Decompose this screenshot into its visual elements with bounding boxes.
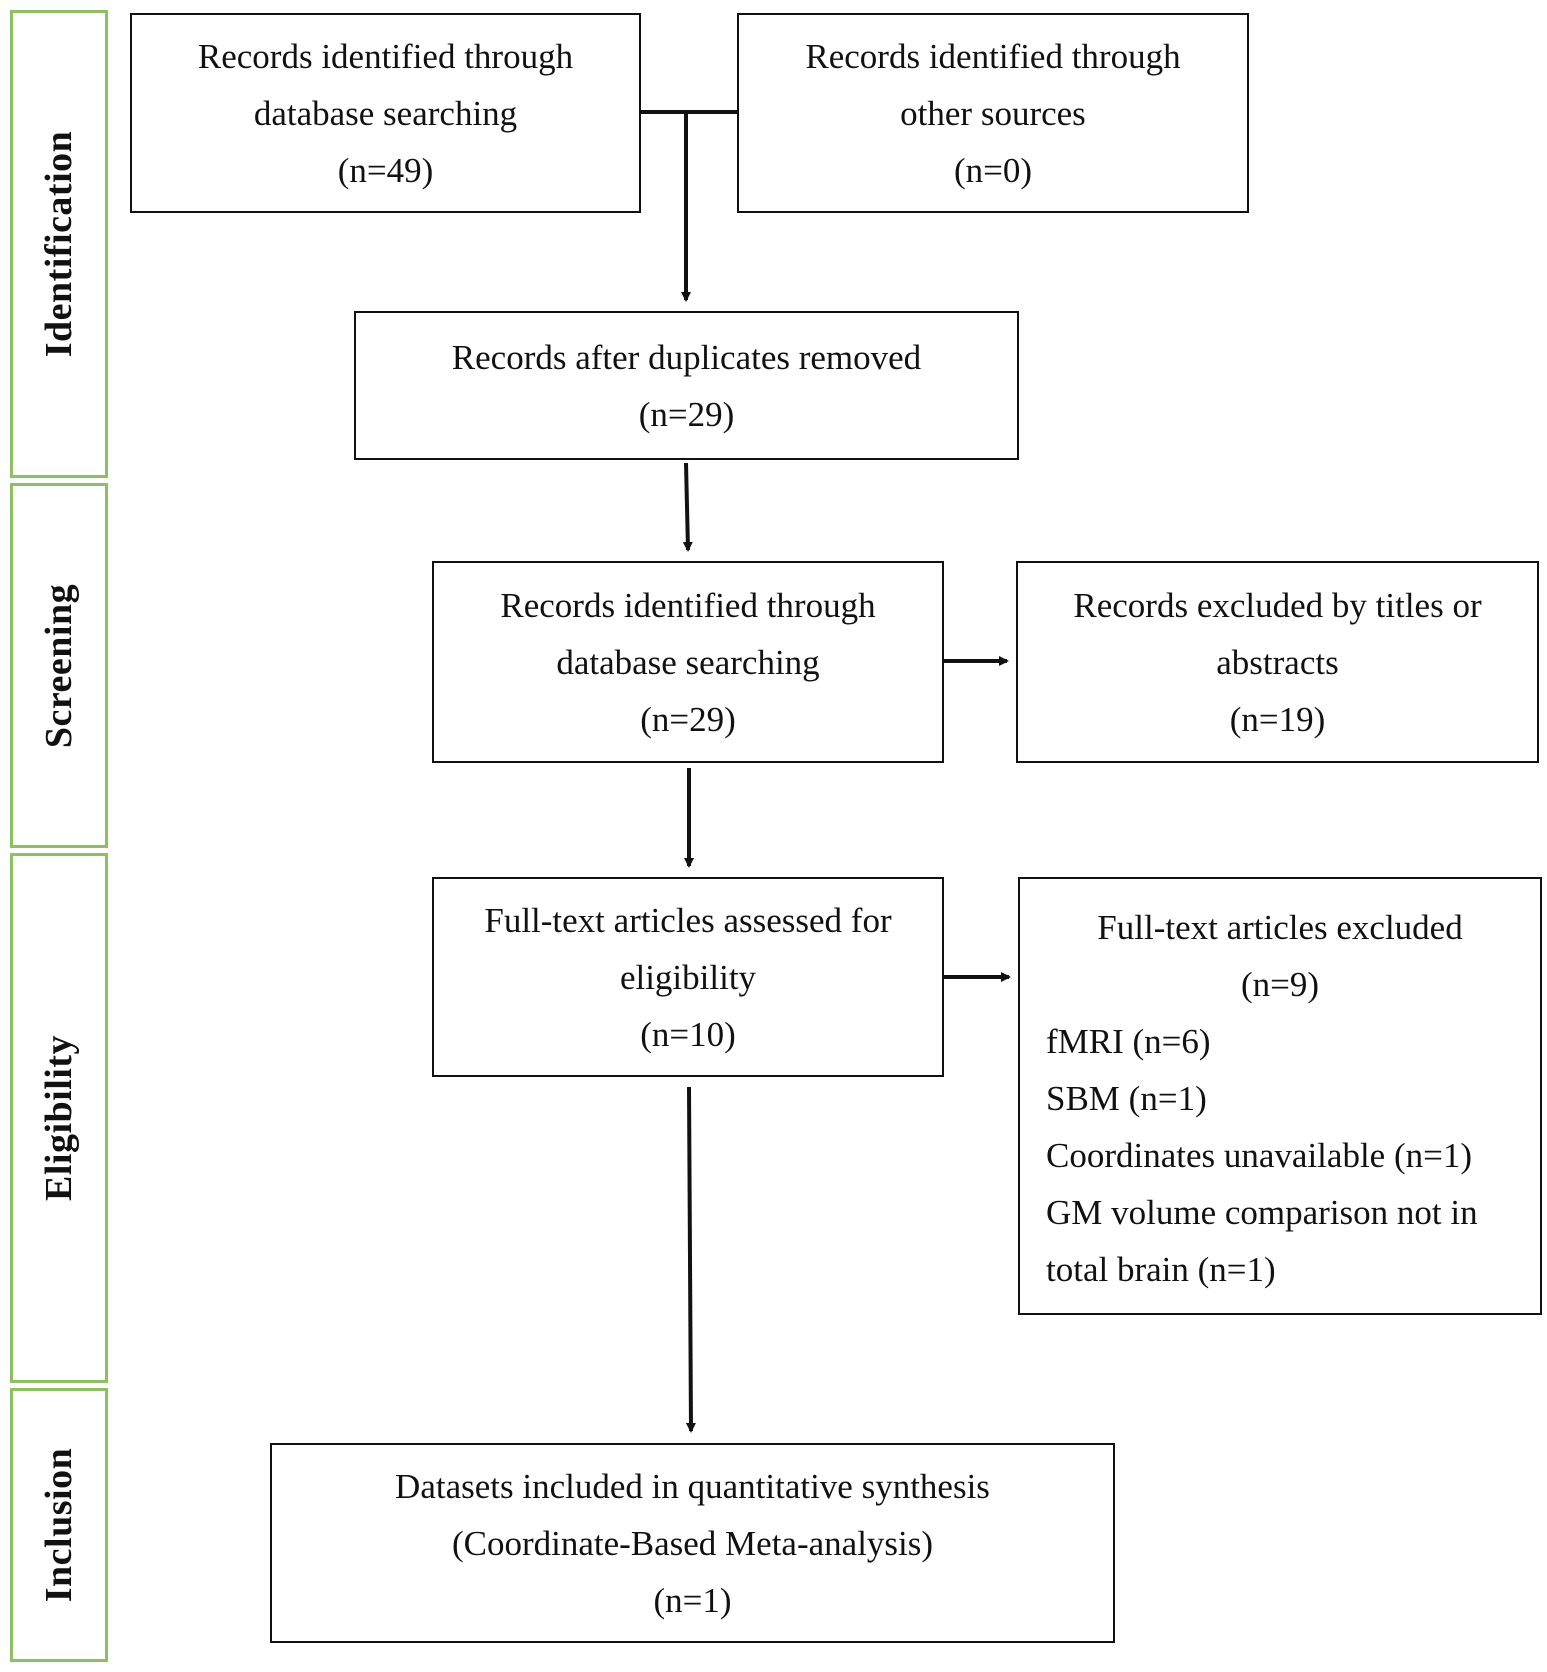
box-line: (n=49)	[337, 150, 434, 190]
box-line: (n=10)	[640, 1014, 736, 1054]
box-line: Full-text articles assessed for	[484, 900, 892, 940]
box-line: (Coordinate-Based Meta-analysis)	[451, 1523, 934, 1563]
box-line: (n=1)	[653, 1580, 732, 1620]
box-line: Records excluded by titles or	[1073, 585, 1482, 625]
box-duplicates-removed: Records after duplicates removed (n=29)	[354, 311, 1019, 460]
box-fulltext-assessed: Full-text articles assessed for eligibil…	[432, 877, 944, 1077]
box-database-search: Records identified through database sear…	[130, 13, 641, 213]
box-line: abstracts	[1216, 642, 1339, 682]
box-other-sources: Records identified through other sources…	[737, 13, 1249, 213]
box-line: (n=19)	[1229, 699, 1326, 739]
box-heading: Full-text articles excluded	[1097, 908, 1463, 947]
box-line: (n=29)	[638, 394, 735, 434]
arrow-to-included	[685, 1086, 696, 1433]
exclusion-reason: GM volume comparison not in	[1046, 1193, 1478, 1232]
box-line: database searching	[556, 642, 820, 682]
stage-identification: Identification	[10, 10, 108, 478]
stage-inclusion: Inclusion	[10, 1388, 108, 1662]
exclusion-reason: SBM (n=1)	[1046, 1079, 1207, 1118]
box-line: Records identified through	[500, 585, 876, 625]
box-line: Records identified through	[805, 36, 1181, 76]
exclusion-reason: fMRI (n=6)	[1046, 1022, 1211, 1061]
stage-eligibility: Eligibility	[10, 853, 108, 1383]
box-line: database searching	[253, 93, 518, 133]
box-fulltext-excluded: Full-text articles excluded (n=9) fMRI (…	[1018, 877, 1542, 1315]
box-line: (n=29)	[640, 699, 736, 739]
exclusion-reason: total brain (n=1)	[1046, 1250, 1276, 1289]
arrow-to-screened	[682, 462, 693, 552]
box-screened: Records identified through database sear…	[432, 561, 944, 763]
box-count: (n=9)	[1240, 965, 1320, 1004]
box-line: Records after duplicates removed	[451, 337, 922, 377]
exclusion-reason: Coordinates unavailable (n=1)	[1046, 1136, 1472, 1175]
box-included: Datasets included in quantitative synthe…	[270, 1443, 1115, 1643]
box-line: (n=0)	[953, 150, 1033, 190]
box-line: other sources	[900, 93, 1086, 133]
box-line: Datasets included in quantitative synthe…	[395, 1466, 990, 1506]
box-excluded-titles: Records excluded by titles or abstracts …	[1016, 561, 1539, 763]
box-line: eligibility	[619, 957, 757, 997]
box-line: Records identified through	[197, 36, 574, 76]
stage-screening: Screening	[10, 483, 108, 848]
